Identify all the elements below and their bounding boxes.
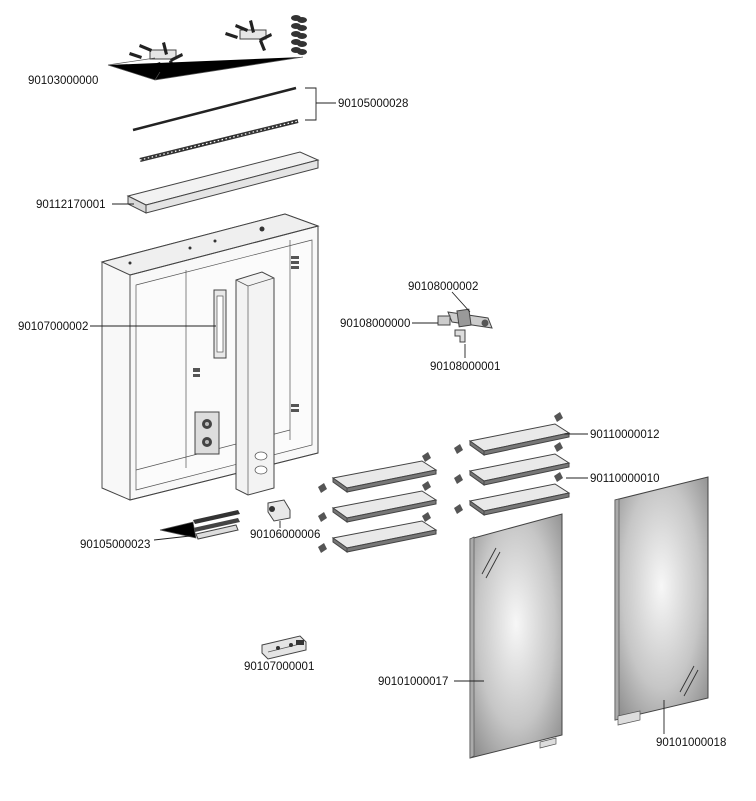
label-glass-shelf-lower: 90110000010 xyxy=(590,473,660,485)
label-hinge-clip: 90108000002 xyxy=(408,281,478,293)
cabinet-body xyxy=(90,213,320,501)
label-switch-profile: 90105000023 xyxy=(80,539,150,551)
glass-shelves xyxy=(318,412,588,553)
label-mirror-door-left: 90101000017 xyxy=(378,676,448,688)
mirror-door-right xyxy=(614,476,709,734)
label-hinge-base: 90108000000 xyxy=(340,318,410,330)
power-supply xyxy=(261,635,307,660)
switch-profile xyxy=(153,510,240,541)
socket-block xyxy=(267,499,291,528)
label-power-supply: 90107000001 xyxy=(244,661,314,673)
screw-set xyxy=(107,15,307,81)
top-shelf xyxy=(112,151,320,214)
hinge-assembly xyxy=(412,291,493,358)
label-light-unit: 90107000002 xyxy=(18,321,88,333)
label-mirror-door-right: 90101000018 xyxy=(656,737,726,749)
label-glass-shelf-upper: 90110000012 xyxy=(590,429,660,441)
label-socket-block: 90106000006 xyxy=(250,529,320,541)
label-screw-set: 90103000000 xyxy=(28,75,98,87)
label-top-shelf: 90112170001 xyxy=(36,199,106,211)
label-hinge-plate: 90108000001 xyxy=(430,361,500,373)
mirror-door-left xyxy=(454,513,563,759)
label-led-strip: 90105000028 xyxy=(338,98,408,110)
led-strip xyxy=(132,86,336,162)
